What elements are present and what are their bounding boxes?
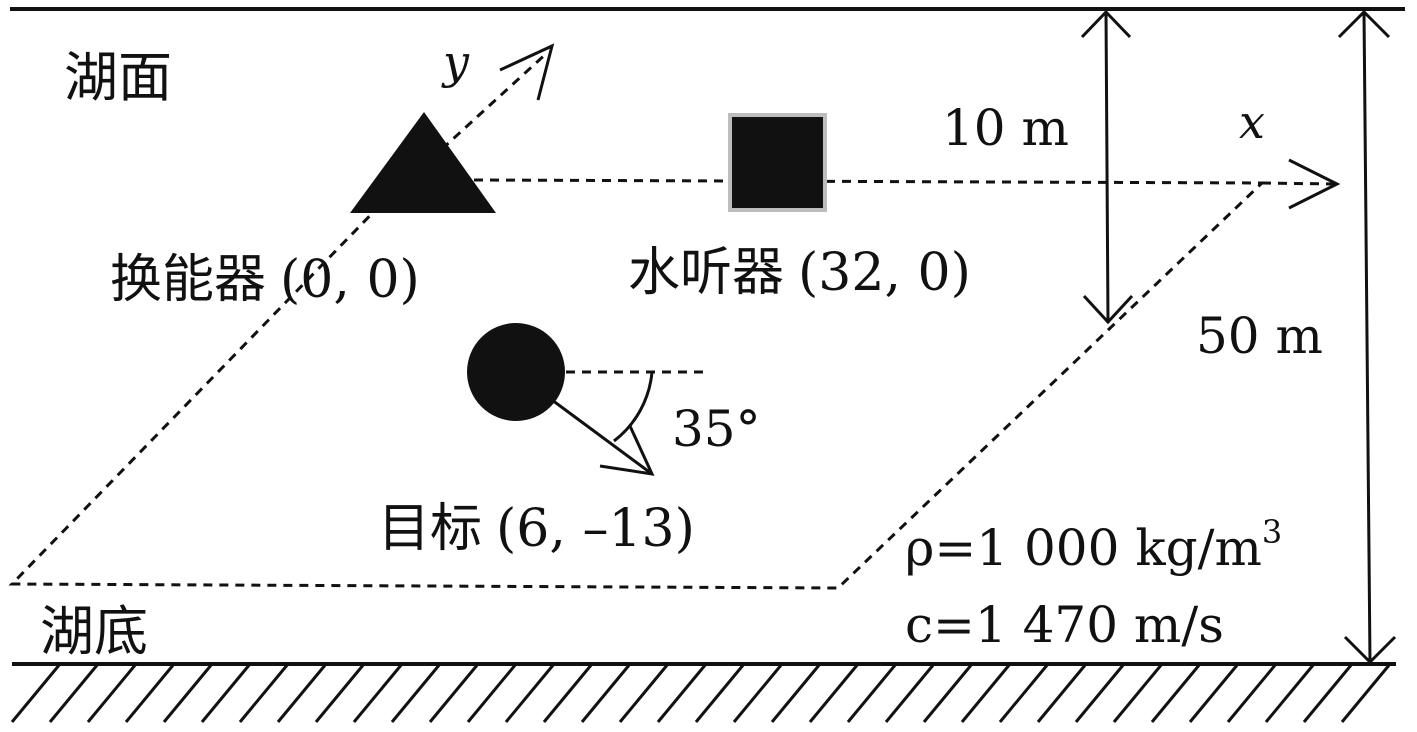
y-axis-line	[428, 50, 550, 162]
depth-50m-label: 50 m	[1196, 307, 1323, 365]
hatch-stroke	[580, 663, 632, 723]
hatch-stroke	[390, 663, 442, 723]
hatch-stroke	[200, 663, 252, 723]
density-text: ρ=1 000 kg/m	[905, 519, 1262, 577]
hatch-stroke	[1188, 663, 1240, 723]
hatch-stroke	[48, 663, 100, 723]
hatch-stroke	[1340, 663, 1392, 723]
target-name: 目标	[378, 499, 482, 559]
depth-10m-arrowhead-bottom	[1082, 294, 1134, 325]
hydrophone-coords: (32, 0)	[798, 243, 971, 303]
density-label: ρ=1 000 kg/m3	[905, 513, 1282, 577]
hatch-stroke	[1150, 663, 1202, 723]
hatch-stroke	[314, 663, 366, 723]
transducer-coords: (0, 0)	[280, 250, 420, 310]
hatch-stroke	[428, 663, 480, 723]
hatch-stroke	[770, 663, 822, 723]
density-exponent: 3	[1262, 513, 1282, 551]
depth-10m-arrow-line	[1104, 11, 1110, 323]
hatch-stroke	[1226, 663, 1278, 723]
hatch-stroke	[656, 663, 708, 723]
hatch-stroke	[124, 663, 176, 723]
hatch-stroke	[884, 663, 936, 723]
target-heading-line	[551, 398, 653, 476]
hatch-stroke	[1264, 663, 1316, 723]
lake-bottom-hatching	[10, 663, 1392, 723]
hydrophone-label: 水听器(32, 0)	[628, 243, 971, 303]
transducer-triangle	[350, 112, 496, 213]
transducer-label: 换能器(0, 0)	[110, 250, 420, 310]
hatch-stroke	[960, 663, 1012, 723]
hatch-stroke	[998, 663, 1050, 723]
hatch-stroke	[504, 663, 556, 723]
lake-surface-label: 湖面	[64, 46, 172, 109]
depth-50m-arrowhead-bottom	[1343, 635, 1397, 665]
target-heading-arrowhead	[599, 425, 655, 476]
hatch-stroke	[694, 663, 746, 723]
hatch-stroke	[808, 663, 860, 723]
transducer-name: 换能器	[110, 250, 266, 310]
hatch-stroke	[542, 663, 594, 723]
sound-speed-label: c=1 470 m/s	[905, 596, 1224, 654]
target-circle	[467, 323, 565, 421]
hatch-stroke	[86, 663, 138, 723]
hatch-stroke	[238, 663, 290, 723]
x-axis-label: x	[1239, 95, 1265, 149]
hydrophone-square	[728, 113, 827, 212]
hatch-stroke	[276, 663, 328, 723]
hatch-stroke	[1112, 663, 1164, 723]
target-label: 目标(6, –13)	[378, 499, 695, 559]
hatch-stroke	[10, 663, 62, 723]
hatch-stroke	[1302, 663, 1354, 723]
target-coords: (6, –13)	[496, 499, 695, 559]
x-axis-line	[1261, 181, 1335, 186]
lake-bottom-label: 湖底	[40, 600, 148, 663]
hatch-stroke	[466, 663, 518, 723]
hatch-stroke	[846, 663, 898, 723]
angle-label: 35°	[672, 400, 761, 458]
hatch-stroke	[618, 663, 670, 723]
hatch-stroke	[352, 663, 404, 723]
depth-50m-arrow-line	[1362, 11, 1372, 663]
hatch-stroke	[1036, 663, 1088, 723]
depth-50m-arrowhead-top	[1337, 9, 1391, 39]
hydrophone-name: 水听器	[628, 243, 784, 303]
hatch-stroke	[162, 663, 214, 723]
y-axis-label: y	[441, 35, 470, 89]
y-axis-arrowhead	[499, 43, 555, 101]
angle-arc	[613, 371, 654, 443]
depth-10m-arrowhead-top	[1080, 9, 1132, 39]
hatch-stroke	[1074, 663, 1126, 723]
depth-10m-label: 10 m	[942, 99, 1069, 157]
hatch-stroke	[922, 663, 974, 723]
x-axis-arrowhead	[1288, 158, 1341, 210]
hatch-stroke	[732, 663, 784, 723]
